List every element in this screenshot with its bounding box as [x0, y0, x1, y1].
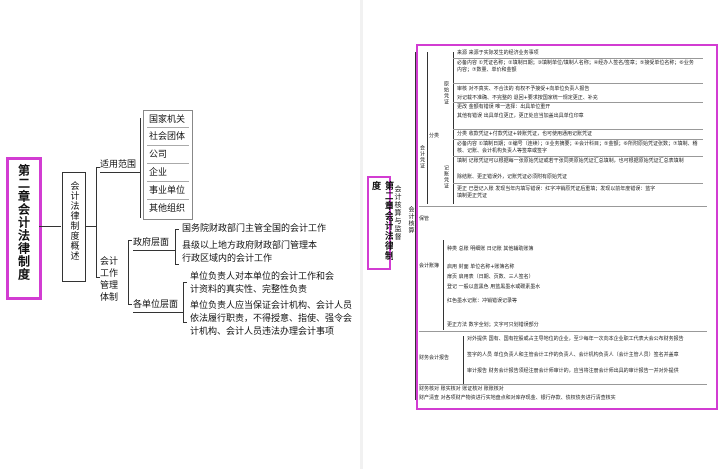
- overview-node[interactable]: 会计法律制度概述: [62, 172, 86, 282]
- unit-item: 单位负责人对本单位的会计工作和会计资料的真实性、完整性负责: [190, 272, 335, 295]
- pz-row: 必备内容 ①凭证名称；②填制日期；③填制单位/填制人名称；④经办人签名/签章；⑤…: [457, 60, 694, 73]
- other-row: 财务核对 账实核对 账证核对 账账核对: [419, 386, 504, 392]
- ys-label: 原始凭证: [443, 81, 449, 105]
- sub-node[interactable]: 会计核算与监督: [393, 185, 405, 265]
- pz-row: 更改 金额有错误 唯一选择：出具单位重开: [457, 104, 551, 110]
- pz-label: 会计凭证: [419, 145, 425, 169]
- pz-row: 其他有错误 出具单位更正，更正处应当加盖出具单位印章: [457, 113, 584, 119]
- pz-row: 填制 记账凭证可以根据每一张原始凭证或若干张同类原始凭证汇总填制，也可根据原始凭…: [457, 158, 684, 164]
- book-row: 启用 封面 单位名称+账簿名称: [447, 264, 515, 270]
- scope-item: 公司: [149, 150, 168, 160]
- scope-item: 企业: [149, 168, 168, 178]
- report-row: 审计报告 财务会计报告须经注册会计师审计的，应当将注册会计师出具的审计报告一并对…: [467, 368, 679, 374]
- other-row: 财产清查 对各项财产物资进行实地盘点和对库存现金、银行存款、债权债务进行清查核实: [419, 395, 616, 401]
- scope-item: 国家机关: [149, 115, 186, 125]
- unit-item: 单位负责人应当保证会计机构、会计人员依法履行职责，不得授意、指使、强令会计机构、…: [190, 301, 353, 337]
- report-row: 对外提供 国有、国有控股或占主导地位的企业，至少每年一次向本企业职工代表大会公布…: [467, 336, 684, 342]
- fenlei-label: 分类: [429, 133, 440, 139]
- book-row: 红色墨水记账：冲销错误记录等: [447, 298, 518, 304]
- book-row: 种类 总账 明细账 日记账 其他辅助账簿: [447, 246, 534, 252]
- jz-label: 记账凭证: [443, 165, 449, 189]
- mgmt-label: 会计工作管理体制: [100, 257, 119, 303]
- gov-item: 国务院财政部门主管全国的会计工作: [182, 224, 327, 234]
- book-row: 更正方法 数字全划；文字可只划错误部分: [447, 322, 539, 328]
- report-label: 财务会计报告: [419, 355, 450, 361]
- pz-row: 对记载不准确、不完整的 退回+要求按国家统一规定更正、补充: [457, 95, 598, 101]
- report-row: 签字的人员 单位负责人和主管会计工作的负责人、会计机构负责人（会计主管人员）签名…: [467, 352, 679, 358]
- scope-item: 其他组织: [149, 204, 186, 214]
- pz-row: 来源 来源于实际发生的经济业务事项: [457, 50, 539, 56]
- pz-row: 审核 对不真实、不合法的 有权不予接受+向单位负责人报告: [457, 86, 590, 92]
- baoguan-label: 保管: [419, 216, 430, 222]
- scope-label: 适用范围: [100, 160, 137, 170]
- root-node-left[interactable]: 第二章会计法律制度: [6, 157, 42, 300]
- books-label: 会计账簿: [419, 263, 440, 269]
- pz-row: 必备内容 ①填制日期；②编号（连续）；③业务摘要；④会计科目；⑤金额；⑥所附原始…: [457, 141, 698, 154]
- pz-row: 更正 已登记入账 发现当年内填写错误：红字冲销原凭证后重填；发现以前年度错误：蓝…: [457, 186, 656, 199]
- root-node-right[interactable]: 第二章会计法律制度: [367, 176, 393, 270]
- scope-item: 事业单位: [149, 186, 186, 196]
- detail-panel: [416, 44, 718, 410]
- gov-label: 政府层面: [133, 238, 170, 248]
- sub2-node[interactable]: 会计核算: [407, 206, 414, 234]
- unit-label: 各单位层面: [133, 300, 179, 310]
- left-page: 第二章会计法律制度 会计法律制度概述 适用范围 国家机关 社会团体 公司 企业 …: [0, 0, 360, 469]
- gov-item: 县级以上地方政府财政部门管理本行政区域内的会计工作: [182, 241, 318, 264]
- right-page: 第二章会计法律制度 会计核算与监督 会计核算 会计凭证 分类 原始凭证 记账凭证…: [363, 0, 720, 469]
- scope-list: [143, 110, 193, 220]
- book-row: 登记 一般以蓝黑色 用蓝黑墨水或碳素墨水: [447, 284, 541, 290]
- pz-row: 除结账、更正错误外，记账凭证必须附有原始凭证: [457, 174, 568, 180]
- pz-row: 分类 收款凭证+付款凭证+转账凭证，也可使用通用记账凭证: [457, 131, 592, 137]
- scope-item: 社会团体: [149, 132, 186, 142]
- book-row: 扉页 启用表（日期、页数、三人签名）: [447, 274, 534, 280]
